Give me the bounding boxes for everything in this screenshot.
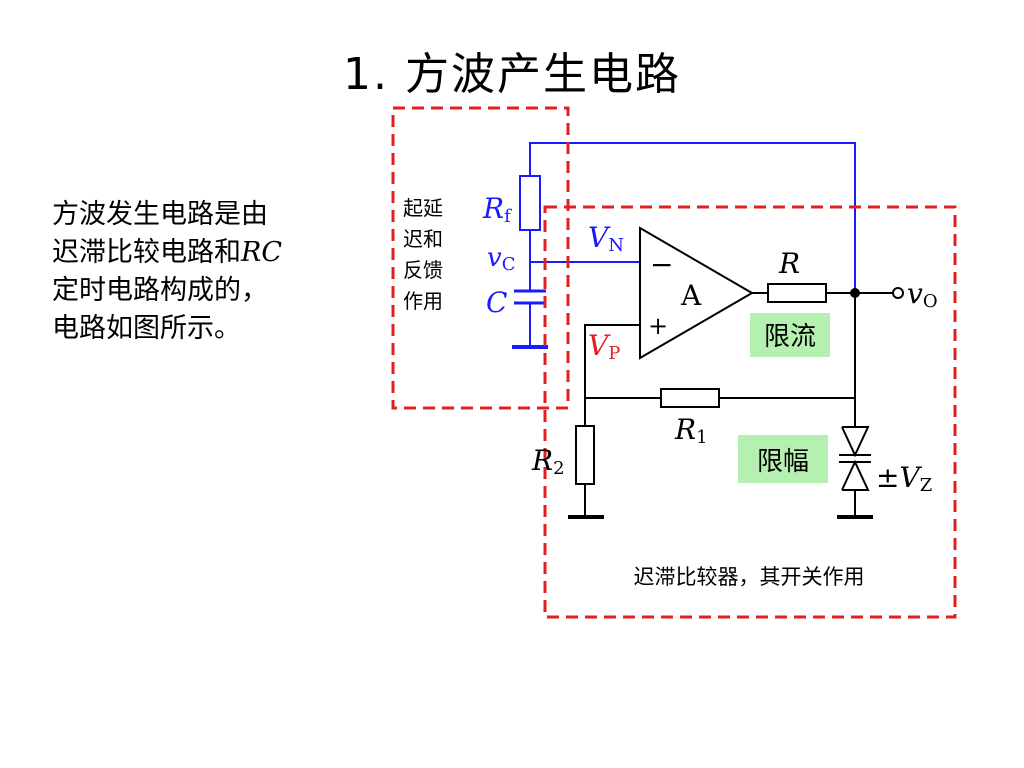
vc-label-sub: C [502, 254, 516, 275]
amplitude-limit-tag-bg [738, 435, 828, 483]
right-box-caption: 迟滞比较器，其开关作用 [634, 565, 865, 589]
vc-label: vC [487, 243, 515, 275]
left-box-label: 起延 迟和 反馈 作用 [403, 196, 443, 313]
zener-upper-triangle [841, 426, 870, 458]
description-line-1: 方波发生电路是由 [52, 199, 268, 230]
left-box-label-line-2: 迟和 [403, 227, 443, 251]
left-box-label-line-3: 反馈 [403, 258, 443, 282]
c-label: C [486, 286, 507, 319]
amplitude-limit-tag: 限幅 [757, 447, 809, 477]
opamp-minus: − [650, 248, 673, 281]
right-dashed-box [543, 205, 957, 619]
vn-label: VN [588, 221, 624, 256]
r2-label-sub: 2 [553, 458, 564, 479]
r-label: R [778, 247, 800, 280]
r-resistor [767, 283, 827, 303]
description-line-4: 电路如图所示。 [52, 313, 241, 344]
output-node-dot [850, 288, 860, 298]
opamp-label: A [680, 279, 702, 312]
blue-feedback-network [512, 142, 856, 349]
rf-label-main: R [482, 192, 504, 225]
vo-terminal [892, 287, 904, 299]
vz-label: ±VZ [876, 461, 932, 496]
left-box-label-line-4: 作用 [403, 289, 443, 313]
rf-resistor [519, 175, 541, 231]
vo-label: vO [907, 277, 938, 312]
black-comparator-network [568, 226, 904, 519]
page-title: 1. 方波产生电路 [343, 49, 681, 100]
vz-label-sub: Z [920, 475, 933, 496]
opamp-plus: + [648, 312, 668, 340]
left-dashed-box [391, 106, 570, 410]
vn-label-main: V [588, 221, 611, 254]
rf-label-sub: f [504, 206, 512, 227]
vp-label: VP [588, 329, 620, 364]
vp-wire [584, 324, 640, 426]
r1-label-sub: 1 [696, 427, 707, 448]
r2-resistor [575, 425, 595, 485]
vz-label-prefix: ± [876, 461, 899, 494]
rf-label: Rf [482, 192, 512, 227]
r2-label: R2 [531, 444, 565, 479]
current-limit-tag: 限流 [764, 322, 816, 352]
vp-label-sub: P [608, 343, 620, 364]
current-limit-tag-bg [750, 313, 830, 357]
description-line-3: 定时电路构成的， [52, 275, 268, 306]
vn-label-sub: N [608, 235, 624, 256]
left-box-label-line-1: 起延 [403, 196, 443, 220]
vz-label-main: V [899, 461, 922, 494]
vp-label-main: V [588, 329, 611, 362]
opamp-triangle [639, 226, 754, 360]
description-line-2-prefix: 迟滞比较电路和 [52, 237, 241, 268]
description-line-2: 迟滞比较电路和RC [52, 234, 352, 272]
r1-label: R1 [674, 413, 708, 448]
r1-label-main: R [674, 413, 696, 446]
vc-label-main: v [487, 243, 502, 273]
r2-label-main: R [531, 444, 553, 477]
vo-label-main: v [907, 277, 923, 310]
description-line-2-rc: RC [241, 237, 282, 268]
zener-lower-triangle [841, 459, 870, 491]
feedback-wire [529, 142, 856, 293]
r1-resistor [660, 388, 720, 408]
vo-label-sub: O [923, 291, 938, 312]
description-text: 方波发生电路是由 迟滞比较电路和RC 定时电路构成的， 电路如图所示。 [52, 196, 352, 348]
